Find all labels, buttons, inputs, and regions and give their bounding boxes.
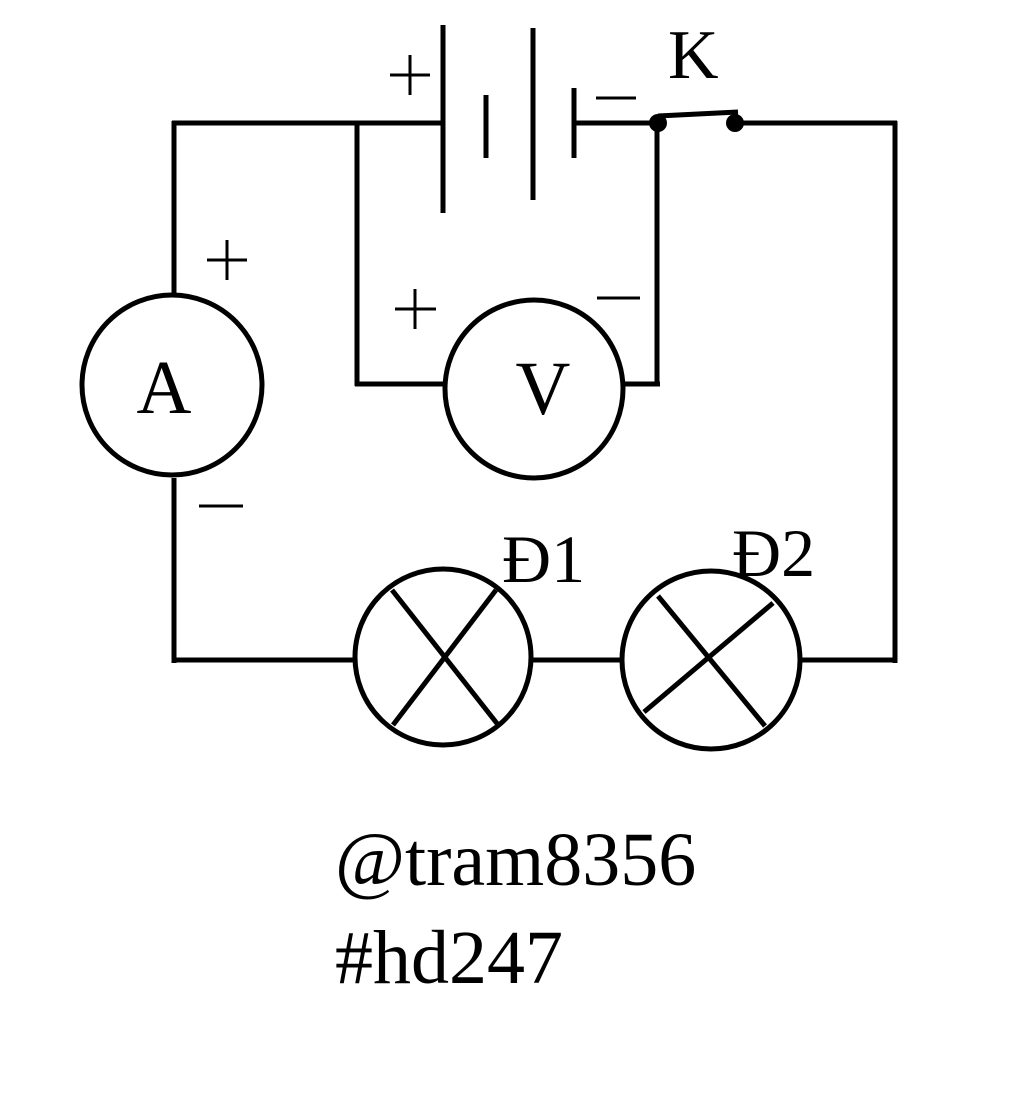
- ammeter-label: A: [137, 346, 192, 430]
- lamp-d1: Đ1: [352, 521, 585, 748]
- voltmeter-circle: [442, 297, 626, 481]
- battery-plus-sign: [390, 55, 430, 95]
- ammeter-plus-sign: [207, 240, 247, 280]
- battery: [390, 25, 636, 213]
- voltmeter: V: [395, 289, 640, 481]
- watermark-line-1: @tram8356: [335, 818, 697, 902]
- voltmeter-label: V: [516, 347, 571, 431]
- switch-contact-left: [649, 114, 667, 132]
- switch-label: K: [668, 17, 719, 94]
- lamp-d2: Đ2: [619, 515, 815, 752]
- watermark-line-2: #hd247: [335, 916, 563, 1000]
- lamp-d2-label: Đ2: [732, 515, 815, 591]
- voltmeter-plus-sign: [395, 289, 436, 329]
- switch-contact-right: [726, 114, 744, 132]
- wires: [171, 120, 898, 663]
- lamp-d1-label: Đ1: [502, 521, 585, 597]
- ammeter: A: [79, 240, 265, 508]
- ammeter-circle: [79, 292, 265, 478]
- switch-lever: [657, 109, 739, 119]
- switch-k: K: [649, 17, 744, 132]
